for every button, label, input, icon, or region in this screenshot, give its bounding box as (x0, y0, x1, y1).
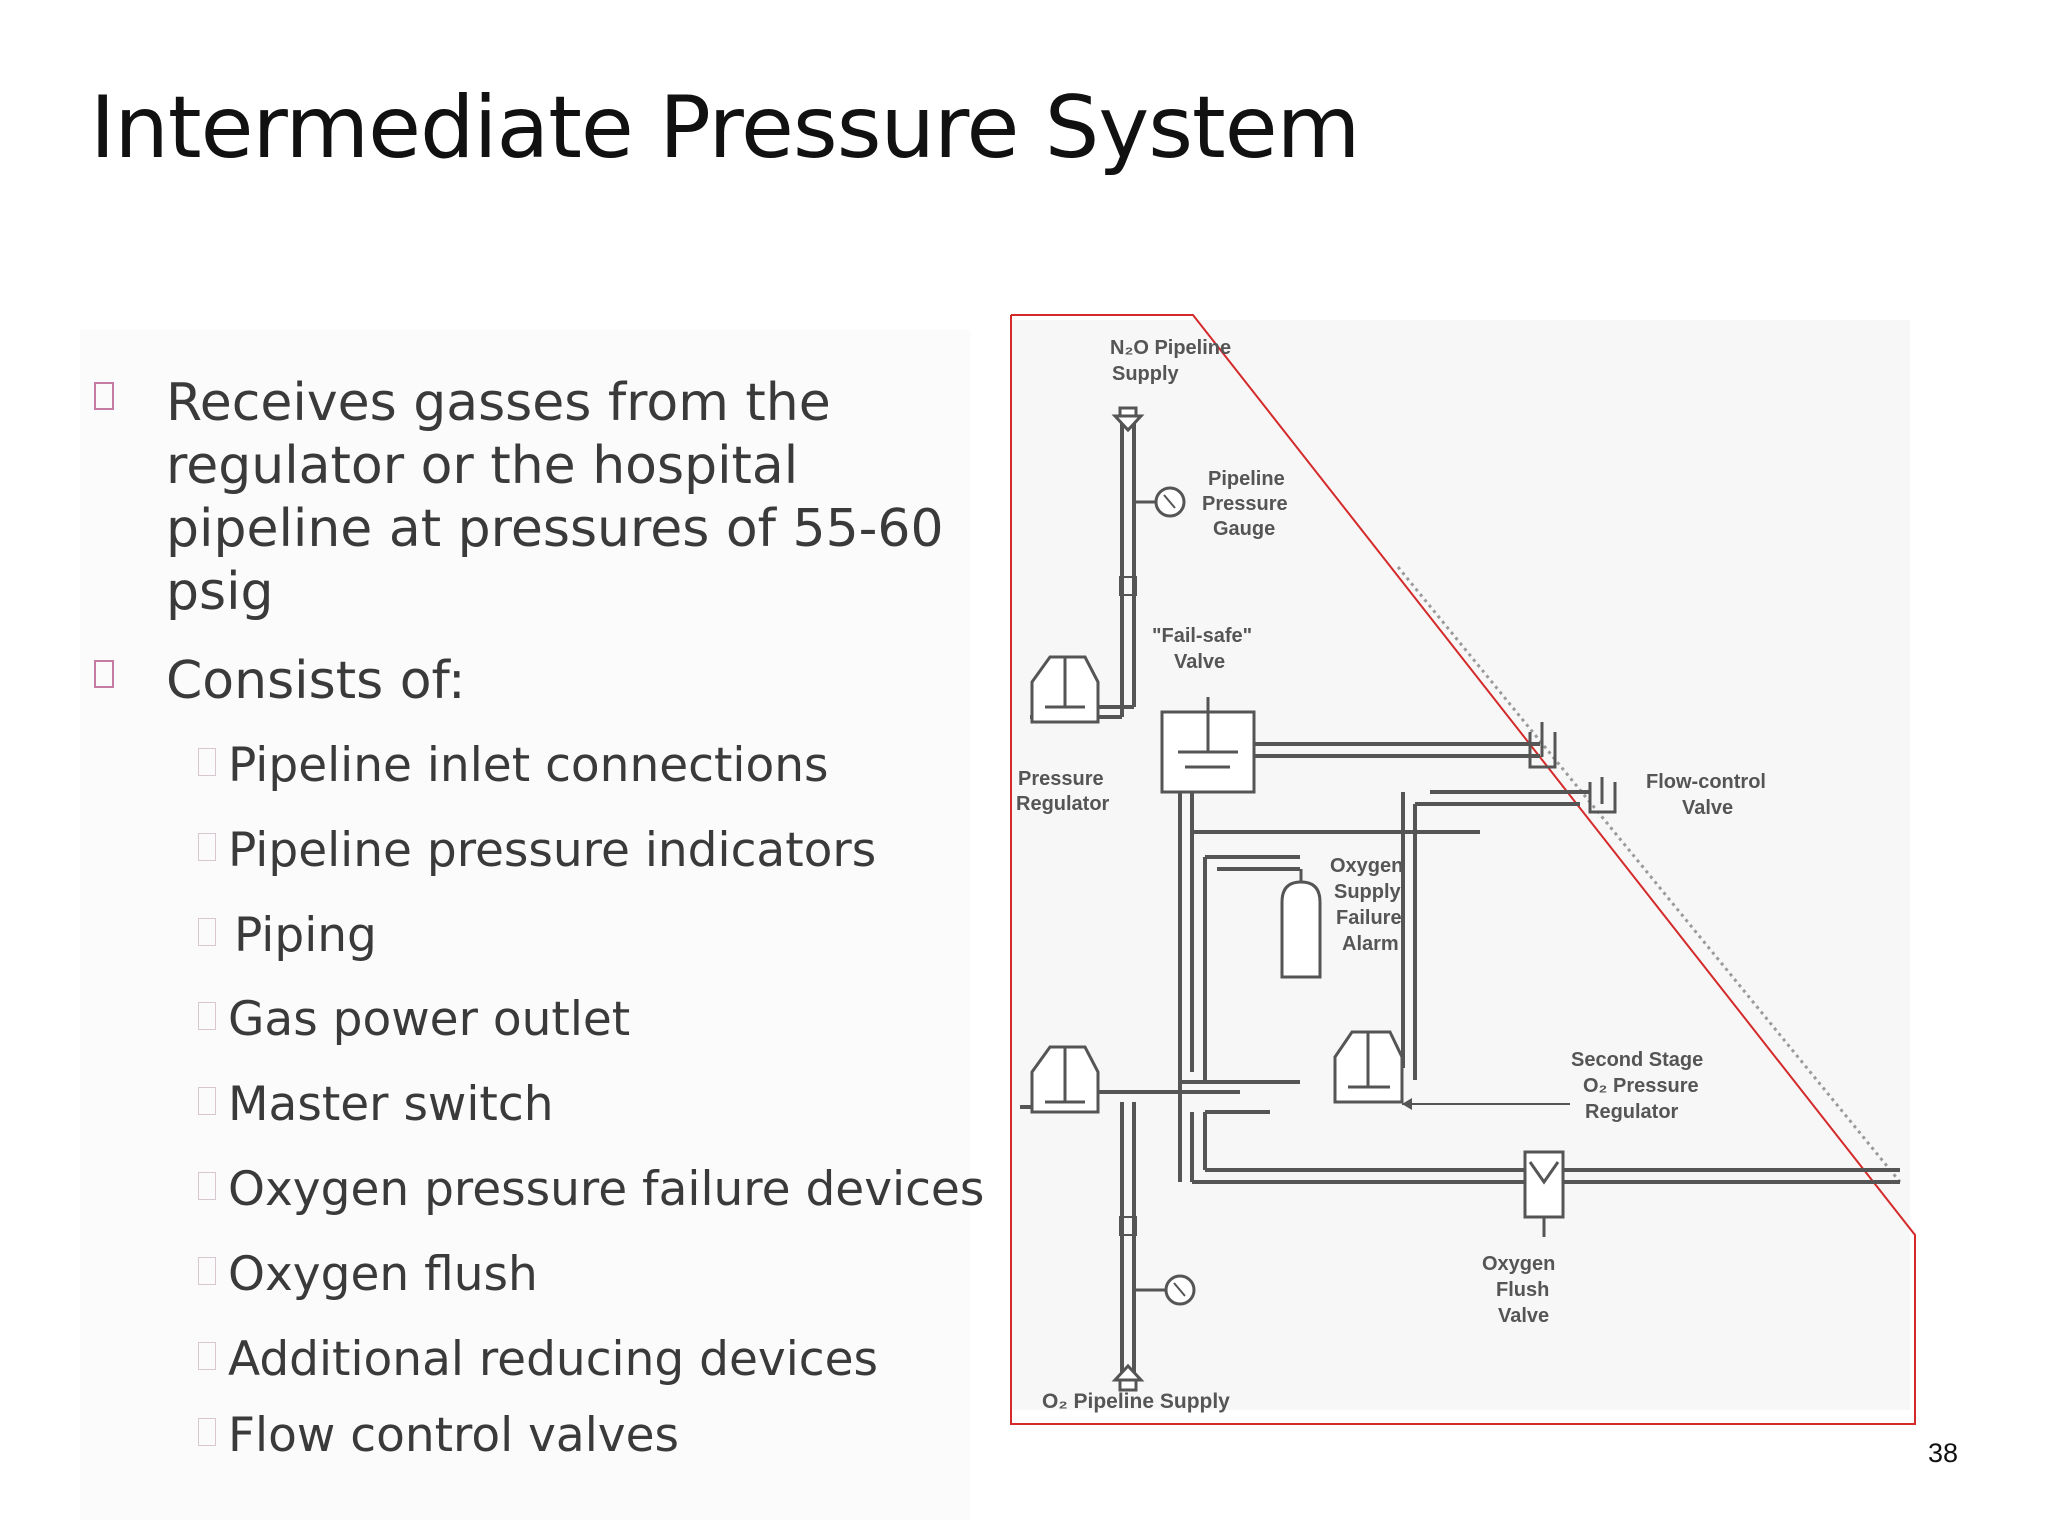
sub-bullet-text: Gas power outlet (228, 992, 631, 1047)
second-stage-regulator-icon (1333, 1030, 1404, 1104)
flow-control-valve-icon (1528, 722, 1617, 814)
page-number: 38 (1928, 1438, 1959, 1468)
sub-bullet-item: Flow control valves (196, 1406, 679, 1466)
sub-bullet-marker-icon (198, 1087, 216, 1115)
sub-bullet-marker-icon (198, 1418, 216, 1446)
label-flow-control-valve: Valve (1682, 797, 1733, 819)
label-pipeline-gauge: Gauge (1213, 518, 1275, 540)
o2-inlet-arrow-icon (1111, 1363, 1145, 1392)
label-oxygen-alarm: Failure (1336, 907, 1402, 929)
content-background (80, 330, 970, 1520)
bullet-marker-icon (94, 660, 114, 688)
pressure-regulator-icon (1030, 1045, 1100, 1114)
label-pipeline-gauge: Pipeline (1208, 468, 1285, 490)
sub-bullet-marker-icon (198, 1172, 216, 1200)
label-oxygen-flush-valve: Flush (1496, 1279, 1549, 1301)
pressure-regulator-icon (1030, 655, 1100, 724)
bullet-item: Receives gasses from the regulator or th… (88, 372, 988, 624)
diagram-outline (1010, 314, 1916, 1425)
sub-bullet-text: Pipeline pressure indicators (228, 823, 877, 878)
label-failsafe-valve: Valve (1174, 651, 1225, 673)
sub-bullet-marker-icon (198, 918, 216, 946)
sub-bullet-marker-icon (198, 833, 216, 861)
sub-bullet-marker-icon (198, 1002, 216, 1030)
label-flow-control-valve: Flow-control (1646, 771, 1766, 793)
sub-bullet-text: Pipeline inlet connections (228, 738, 829, 793)
sub-bullet-item: Gas power outlet (196, 990, 630, 1050)
sub-bullet-item: Pipeline inlet connections (196, 736, 829, 796)
label-oxygen-flush-valve: Oxygen (1482, 1253, 1555, 1275)
n2o-inlet-arrow-icon (1111, 406, 1145, 433)
label-oxygen-flush-valve: Valve (1498, 1305, 1549, 1327)
label-pressure-regulator: Regulator (1016, 793, 1110, 815)
sub-bullet-item: Pipeline pressure indicators (196, 821, 876, 881)
sub-bullet-item: Oxygen flush (196, 1245, 538, 1305)
oxygen-alarm-icon (1280, 869, 1322, 979)
sub-bullet-text: Additional reducing devices (228, 1332, 879, 1387)
label-pipeline-gauge: Pressure (1202, 493, 1288, 515)
bullet-text: Consists of: (166, 651, 466, 711)
sub-bullet-marker-icon (198, 748, 216, 776)
bullet-item: Consists of: (88, 650, 988, 713)
sub-bullet-item: Master switch (196, 1075, 554, 1135)
sub-bullet-item: Additional reducing devices (196, 1330, 878, 1390)
check-valve-icon (1119, 1216, 1137, 1236)
label-second-stage-regulator: Regulator (1585, 1101, 1679, 1123)
sub-bullet-marker-icon (198, 1257, 216, 1285)
sub-bullet-text: Flow control valves (228, 1408, 679, 1463)
label-pressure-regulator: Pressure (1018, 768, 1104, 790)
failsafe-valve-icon (1160, 697, 1256, 794)
label-n2o-supply: N₂O Pipeline (1110, 337, 1231, 359)
bullet-marker-icon (94, 382, 114, 410)
sub-bullet-item: Piping (196, 906, 377, 966)
sub-bullet-text: Oxygen flush (228, 1247, 538, 1302)
label-second-stage-regulator: O₂ Pressure (1583, 1075, 1699, 1097)
label-oxygen-alarm: Oxygen (1330, 855, 1403, 877)
label-n2o-supply: Supply (1112, 363, 1180, 385)
sub-bullet-text: Piping (234, 908, 377, 963)
sub-bullet-item: Oxygen pressure failure devices (196, 1160, 984, 1220)
main-bullet-list: Receives gasses from the regulator or th… (88, 372, 988, 739)
pointer-arrow-icon (1402, 1098, 1412, 1110)
slide-title: Intermediate Pressure System (90, 78, 1360, 178)
oxygen-flush-valve-icon (1523, 1150, 1565, 1237)
label-oxygen-alarm: Supply (1334, 881, 1402, 903)
check-valve-icon (1119, 576, 1137, 596)
sub-bullet-text: Master switch (228, 1077, 554, 1132)
label-failsafe-valve: "Fail-safe" (1152, 625, 1252, 647)
sub-bullet-text: Oxygen pressure failure devices (228, 1162, 985, 1217)
bullet-text: Receives gasses from the regulator or th… (166, 373, 944, 622)
diagram-background (1010, 320, 1910, 1410)
intermediate-pressure-diagram: N₂O Pipeline Supply Pipeline Pressure Ga… (1010, 314, 1916, 1425)
label-oxygen-alarm: Alarm (1342, 933, 1399, 955)
label-o2-supply: O₂ Pipeline Supply (1042, 1390, 1230, 1413)
sub-bullet-marker-icon (198, 1342, 216, 1370)
piping-lines (1020, 407, 1900, 1382)
label-second-stage-regulator: Second Stage (1571, 1049, 1703, 1071)
